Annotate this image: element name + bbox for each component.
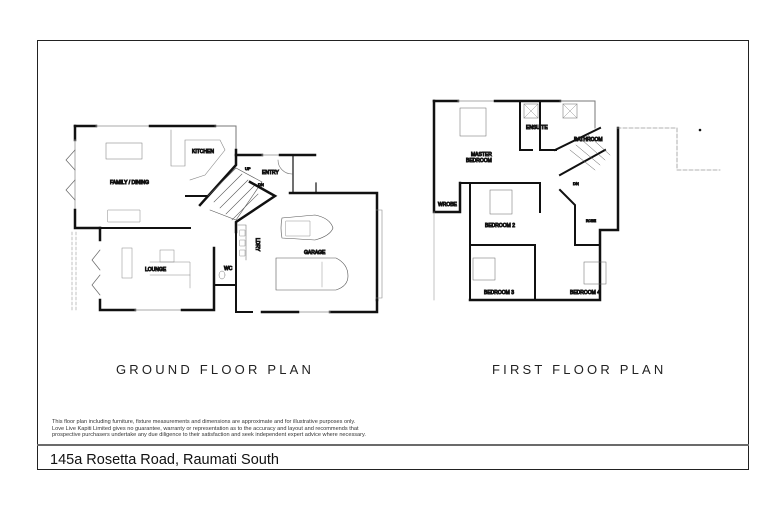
room-label-entry: ENTRY	[262, 170, 280, 176]
ground-floor-plan: FAMILY / DINING KITCHEN ENTRY LOUNGE WC …	[65, 124, 383, 314]
room-label-bedroom-4: BEDROOM 4	[570, 290, 600, 296]
room-label-family-dining: FAMILY / DINING	[110, 180, 149, 186]
first-floor-title: FIRST FLOOR PLAN	[492, 362, 667, 377]
room-label-wc: WC	[224, 266, 233, 272]
disclaimer-line: Love Live Kapiti Limited gives no guaran…	[52, 425, 359, 432]
room-label-wrobe: WROBE	[438, 202, 458, 208]
room-label-bathroom: BATHROOM	[574, 137, 603, 143]
room-label-garage: GARAGE	[304, 250, 326, 256]
room-label-bedroom-2: BEDROOM 2	[485, 223, 515, 229]
room-label-kitchen: KITCHEN	[192, 149, 214, 155]
page-frame	[37, 40, 749, 470]
stair-dn-label-first: DN	[573, 181, 579, 186]
room-label-master: MASTER	[471, 152, 492, 158]
room-label-ensuite: ENSUITE	[526, 125, 548, 131]
room-label-lounge: LOUNGE	[145, 267, 167, 273]
disclaimer-line: This floor plan including furniture, fix…	[52, 419, 356, 425]
ground-floor-title: GROUND FLOOR PLAN	[116, 362, 315, 377]
room-label-ldry: LDRY	[254, 238, 260, 252]
stair-dn-label: DN	[258, 182, 264, 187]
stair-up-label: UP	[245, 166, 251, 171]
room-label-master-bedroom: BEDROOM	[466, 158, 492, 164]
room-label-bedroom-3: BEDROOM 3	[484, 290, 514, 296]
property-address: 145a Rosetta Road, Raumati South	[50, 452, 279, 468]
address-divider	[37, 444, 749, 446]
disclaimer: This floor plan including furniture, fix…	[52, 419, 432, 439]
robe-label: ROBE	[586, 219, 597, 223]
first-floor-plan: MASTER BEDROOM ENSUITE BATHROOM WROBE BE…	[432, 99, 721, 302]
disclaimer-line: prospective purchasers undertake any due…	[52, 432, 366, 439]
